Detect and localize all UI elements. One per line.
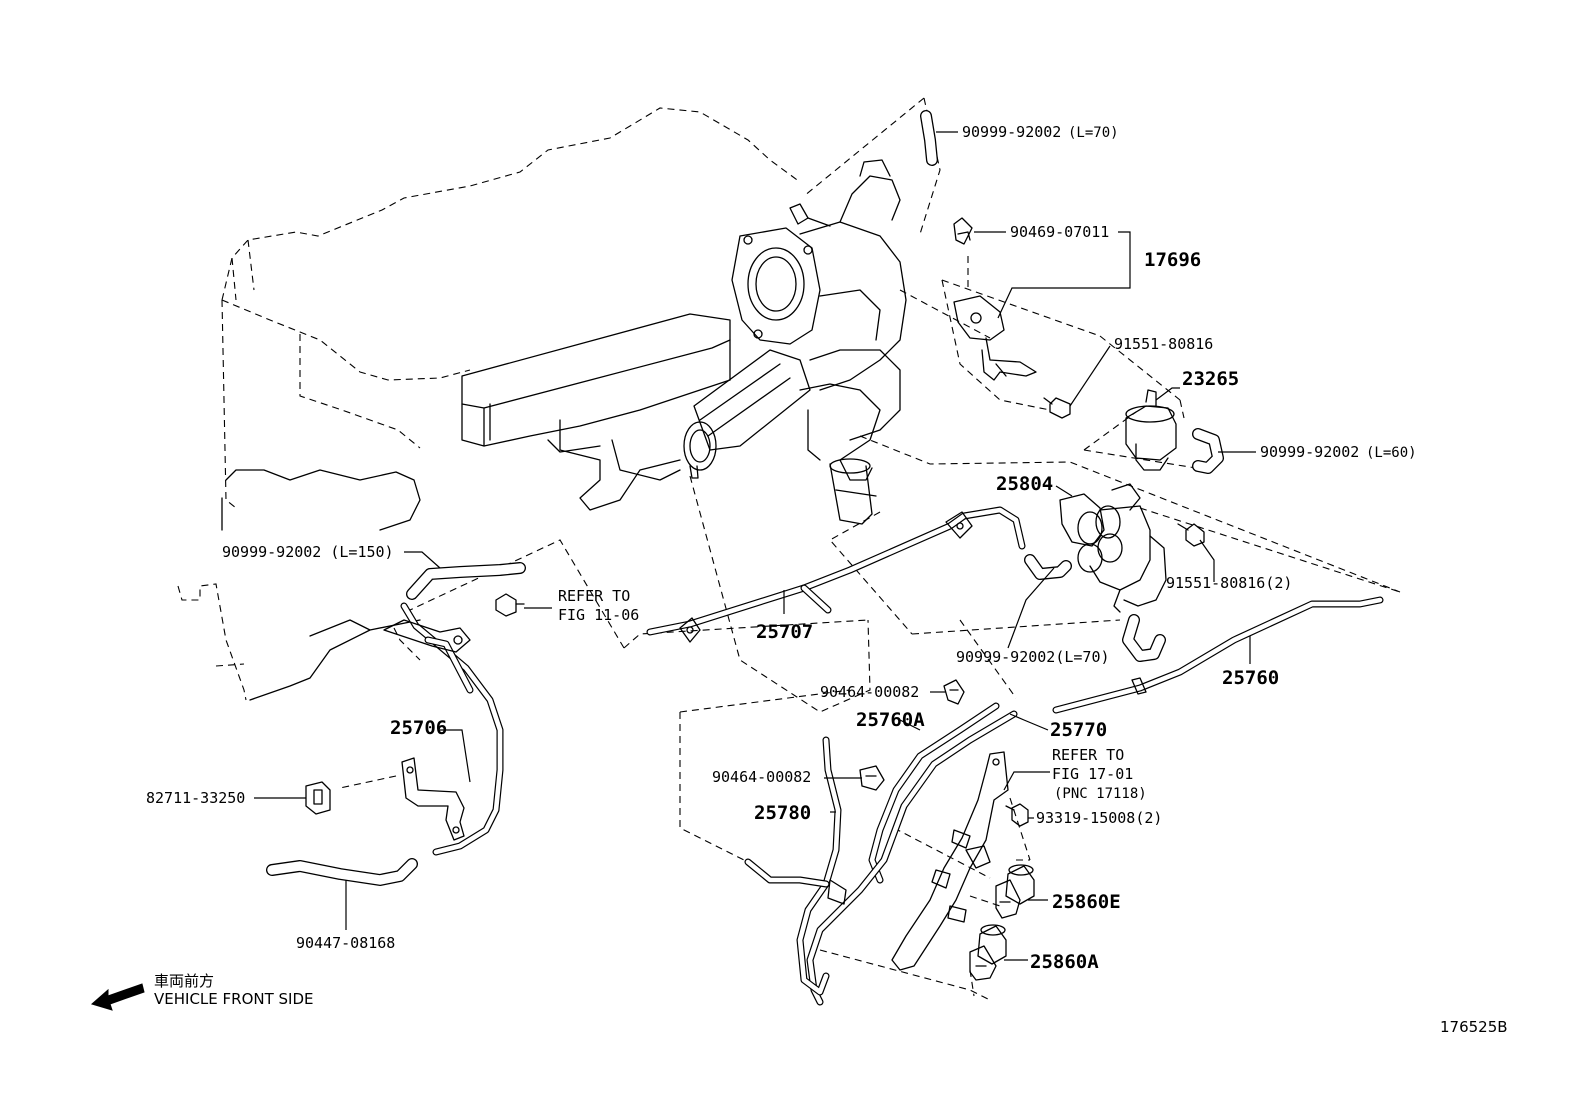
label-sensor-25860E: 25860E bbox=[1052, 891, 1121, 913]
hose-90999-l60[interactable] bbox=[1192, 428, 1224, 474]
pipe-25706[interactable] bbox=[383, 602, 504, 856]
front-label-en: VEHICLE FRONT SIDE bbox=[154, 990, 314, 1008]
pipe-25760A[interactable] bbox=[868, 702, 1000, 884]
label-bolt-91551-top: 91551-80816 bbox=[1114, 335, 1213, 353]
hose-90999-top[interactable] bbox=[920, 110, 938, 166]
pipe-25780[interactable] bbox=[744, 736, 847, 996]
bracket-17696[interactable] bbox=[953, 295, 1037, 381]
vehicle-front-indicator: 車両前方 VEHICLE FRONT SIDE bbox=[90, 972, 314, 1011]
label-clip-90464-b: 90464-00082 bbox=[712, 768, 811, 786]
label-refer-1106-a: REFER TO bbox=[558, 587, 630, 605]
label-bolt-93319: 93319-15008(2) bbox=[1036, 809, 1162, 827]
label-hose-90447: 90447-08168 bbox=[296, 934, 395, 952]
bolt-91551-top-icon[interactable] bbox=[1043, 397, 1071, 419]
bracket-refer-1701[interactable] bbox=[891, 751, 1009, 971]
intake-manifold bbox=[461, 313, 731, 511]
label-pipe-25706: 25706 bbox=[390, 717, 447, 739]
bolt-91551-2-icon[interactable] bbox=[1177, 523, 1205, 547]
label-hose-l60: 90999-92002 bbox=[1260, 443, 1359, 461]
front-arrow-icon bbox=[90, 983, 145, 1011]
label-clip-90469: 90469-07011 bbox=[1010, 223, 1109, 241]
bracket-25706[interactable] bbox=[401, 757, 465, 841]
throttle-body bbox=[731, 159, 907, 441]
clip-90464-b-icon[interactable] bbox=[859, 765, 885, 791]
label-hose-l60-len: (L=60) bbox=[1366, 445, 1417, 461]
clamp-82711-icon[interactable] bbox=[305, 781, 331, 815]
label-sensor-25860A: 25860A bbox=[1030, 951, 1099, 973]
front-label-jp: 車両前方 bbox=[154, 972, 214, 990]
label-bolt-91551-2: 91551-80816(2) bbox=[1166, 574, 1292, 592]
label-clip-90464-a: 90464-00082 bbox=[820, 683, 919, 701]
bolt-refer-icon[interactable] bbox=[495, 593, 525, 617]
bolt-93319-icon[interactable] bbox=[1005, 803, 1029, 827]
hose-90999-l150[interactable] bbox=[406, 562, 526, 600]
clip-90469-icon[interactable] bbox=[953, 217, 973, 245]
pipe-25760[interactable] bbox=[1052, 596, 1384, 714]
sensor-25860A[interactable] bbox=[969, 924, 1007, 981]
pipe-25707[interactable] bbox=[646, 506, 1026, 643]
label-pipe-25780: 25780 bbox=[754, 802, 811, 824]
label-valve-25804: 25804 bbox=[996, 473, 1053, 495]
label-refer-1701-a: REFER TO bbox=[1052, 746, 1124, 764]
sensor-25860E[interactable] bbox=[995, 864, 1035, 919]
label-pipe-25760A: 25760A bbox=[856, 709, 925, 731]
pipe-25770[interactable] bbox=[806, 710, 1018, 1006]
figure-number: 176525B bbox=[1440, 1018, 1508, 1036]
label-hose-l70-b: 90999-92002(L=70) bbox=[956, 648, 1110, 666]
assembly-guide-lines bbox=[339, 97, 1401, 1001]
label-clamp-82711: 82711-33250 bbox=[146, 789, 245, 807]
clip-90464-a-icon[interactable] bbox=[943, 679, 965, 705]
label-refer-1701-b: FIG 17-01 bbox=[1052, 765, 1133, 783]
label-refer-1106-b: FIG 11-06 bbox=[558, 606, 639, 624]
label-hose-top-len: (L=70) bbox=[1068, 125, 1119, 141]
valve-25804[interactable] bbox=[1059, 483, 1167, 662]
leader-lines bbox=[254, 131, 1256, 961]
label-hose-l150: 90999-92002 (L=150) bbox=[222, 543, 394, 561]
vsv-23265[interactable] bbox=[1125, 389, 1177, 471]
egr-cooler bbox=[683, 349, 881, 525]
label-hose-top: 90999-92002 bbox=[962, 123, 1061, 141]
label-pipe-25760: 25760 bbox=[1222, 667, 1279, 689]
label-pipe-25707: 25707 bbox=[756, 621, 813, 643]
hose-90447[interactable] bbox=[266, 858, 418, 886]
label-pipe-25770: 25770 bbox=[1050, 719, 1107, 741]
engine-block-outline bbox=[221, 107, 801, 531]
left-block-outline bbox=[177, 583, 421, 701]
label-refer-1701-c: (PNC 17118) bbox=[1054, 786, 1147, 802]
label-bracket-17696: 17696 bbox=[1144, 249, 1201, 271]
hose-90999-l70-b[interactable] bbox=[1024, 554, 1072, 580]
label-vsv-23265: 23265 bbox=[1182, 368, 1239, 390]
